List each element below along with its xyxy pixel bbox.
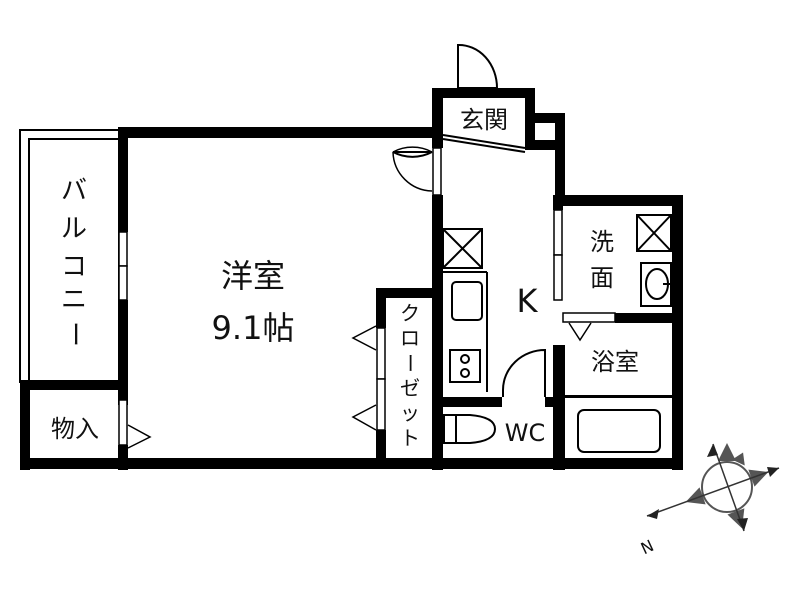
kitchen-fixtures: [442, 228, 488, 392]
toilet-fixture: [443, 414, 497, 444]
storage-label: 物入: [51, 415, 99, 443]
door-markers: [127, 322, 592, 449]
svg-text:ト: ト: [400, 426, 420, 450]
svg-text:ー: ー: [398, 353, 422, 373]
svg-text:ク: ク: [400, 301, 420, 325]
svg-text:ロ: ロ: [400, 326, 420, 350]
balcony-label: バ ル コ ニ ー: [59, 176, 89, 347]
svg-text:ー: ー: [59, 321, 89, 347]
wc-door: [502, 348, 546, 397]
entrance-door: [442, 43, 526, 153]
toilet-label: WC: [505, 419, 546, 447]
svg-text:バ: バ: [61, 176, 87, 206]
washroom-fixtures: [636, 214, 672, 307]
compass-north-label: N: [638, 536, 657, 558]
western-room-size: 9.1帖: [212, 309, 295, 347]
kitchen-label: K: [517, 282, 539, 320]
svg-text:ル: ル: [61, 214, 87, 244]
entrance-label: 玄関: [460, 106, 508, 134]
washroom-label: 洗 面: [590, 228, 614, 292]
svg-text:ニ: ニ: [61, 285, 87, 315]
bathroom-label: 浴室: [591, 348, 639, 376]
room-door: [392, 151, 433, 158]
compass-icon: [646, 443, 780, 532]
walls: [20, 88, 683, 470]
svg-text:面: 面: [590, 264, 614, 292]
western-room-name: 洋室: [221, 257, 285, 295]
svg-text:コ: コ: [61, 252, 87, 282]
svg-text:ゼ: ゼ: [400, 376, 420, 400]
svg-text:ッ: ッ: [400, 401, 420, 425]
bathtub: [577, 409, 661, 453]
windows: [118, 147, 616, 446]
closet-label: ク ロ ー ゼ ッ ト: [398, 301, 422, 450]
svg-text:洗: 洗: [590, 228, 614, 256]
